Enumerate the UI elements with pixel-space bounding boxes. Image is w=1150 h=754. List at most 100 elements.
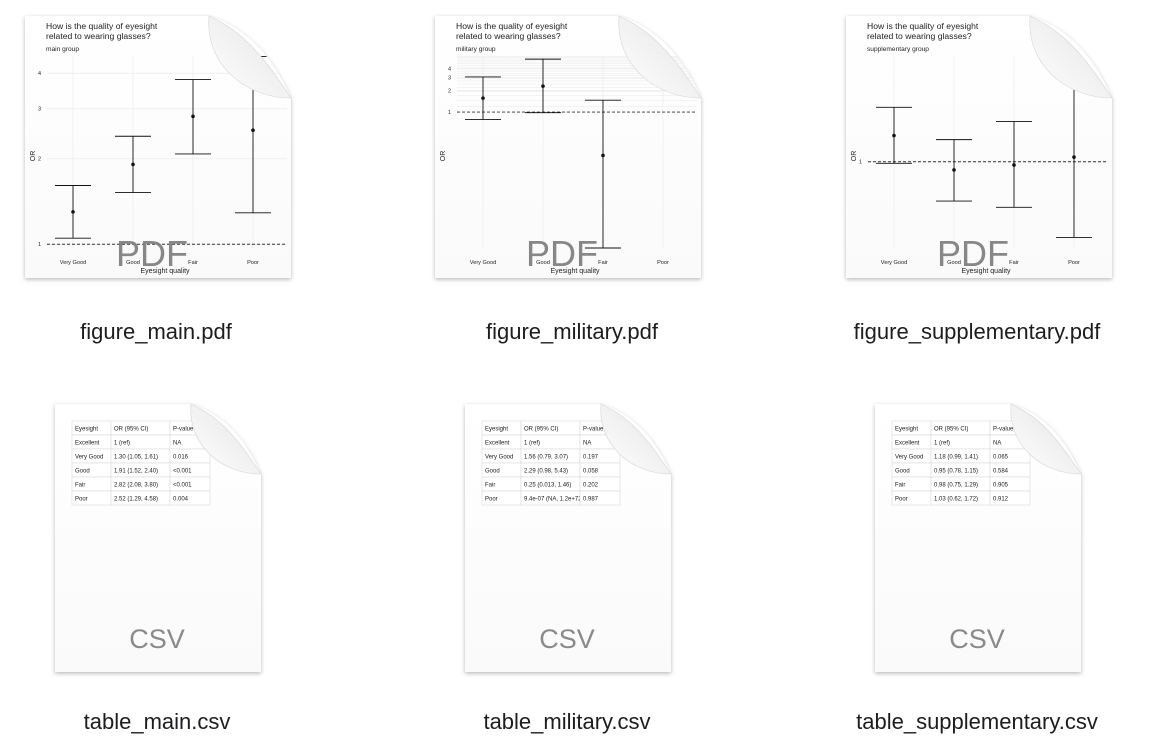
preview-subtitle: main group [46,46,79,53]
table-cell-text: 1 (ref) [114,441,130,447]
table-cell-text: 0.98 (0.75, 1.29) [934,483,978,489]
table-cell-text: 0.95 (0.78, 1.15) [934,469,978,475]
table-cell-text: 0.584 [993,469,1009,475]
page-curl [1029,15,1113,99]
estimate-point [191,114,195,119]
table-header-cell: Eyesight [895,427,918,433]
table-header-cell: P-value [173,427,194,433]
table-cell-text: Fair [75,483,85,489]
estimate-point [481,96,485,100]
table-header-cell: P-value [583,427,604,433]
table-cell-text: 0.004 [173,497,189,503]
table-cell-text: 1 (ref) [934,441,950,447]
document-page [25,16,291,278]
x-tick-label: Poor [657,260,669,266]
table-cell-text: 0.987 [583,497,599,503]
file-name[interactable]: table_supplementary.csv [856,709,1098,734]
table-cell-text: NA [583,441,591,447]
preview-title-line-2: related to wearing glasses? [456,31,561,41]
table-cell-text: 1.30 (1.05, 1.61) [114,455,158,461]
x-tick-label: Very Good [470,260,496,266]
preview-title-line-1: How is the quality of eyesight [46,21,158,31]
y-axis-label: OR [440,151,447,162]
page-curl [1010,403,1082,475]
y-tick-label: 4 [448,67,451,73]
table-header-cell: Eyesight [485,427,508,433]
file-type-badge: PDF [526,233,598,274]
table-cell-text: Very Good [75,455,103,461]
table-header-cell: OR (95% CI) [934,427,968,433]
y-tick-label: 1 [859,160,862,166]
y-tick-label: 1 [38,242,41,248]
estimate-point [1072,155,1076,159]
x-tick-label: Fair [188,260,198,266]
table-cell-text: Very Good [485,455,513,461]
y-tick-label: 2 [38,157,41,163]
table-cell-text: Poor [485,497,498,503]
table-header-cell: OR (95% CI) [114,427,148,433]
page-curl [618,15,702,99]
table-cell-text: 1.56 (0.79, 3.07) [524,455,568,461]
table-cell-text: Fair [895,483,905,489]
table-cell-text: 2.52 (1.29, 4.58) [114,497,158,503]
preview-subtitle: supplementary group [867,46,929,53]
table-cell [169,490,211,506]
table-cell-text: Very Good [895,455,923,461]
document-page [846,16,1112,278]
x-tick-label: Good [536,260,550,266]
table-cell-text: Poor [75,497,88,503]
x-tick-label: Poor [1068,260,1080,266]
x-axis-label: Eyesight quality [140,268,190,275]
table-cell-text: <0.001 [173,469,192,475]
preview-title-line-2: related to wearing glasses? [46,31,151,41]
table-cell-text: 1 (ref) [524,441,540,447]
table-cell-text: Excellent [485,441,510,447]
x-tick-label: Fair [1009,260,1019,266]
table-cell-text: NA [173,441,181,447]
estimate-point [71,210,75,214]
table-cell-text: 1.91 (1.52, 2.40) [114,469,158,475]
table-cell-text: Good [75,469,90,475]
table-cell-text: 0.912 [993,497,1009,503]
table-cell-text: Fair [485,483,495,489]
file-type-badge: CSV [129,624,185,654]
file-name[interactable]: table_military.csv [483,709,651,734]
table-cell-text: 2.82 (2.08, 3.80) [114,483,158,489]
table-cell-text: 0.905 [993,483,1009,489]
x-tick-label: Good [947,260,961,266]
table-cell-text: 0.197 [583,455,599,461]
page-curl [190,403,262,475]
table-cell-text: 0.016 [173,455,189,461]
estimate-point [131,162,135,167]
file-name[interactable]: figure_supplementary.pdf [853,319,1101,344]
table-cell-text: Good [485,469,500,475]
y-tick-label: 1 [448,110,451,116]
file-type-badge: CSV [539,624,595,654]
file-name[interactable]: figure_military.pdf [486,319,658,344]
table-cell-text: Good [895,469,910,475]
table-cell-text: NA [993,441,1001,447]
page-curl [208,15,292,99]
x-axis-label: Eyesight quality [550,268,600,275]
estimate-point [892,133,896,138]
y-tick-label: 2 [448,88,451,94]
table-cell-text: 2.29 (0.98, 5.43) [524,469,568,475]
file-name[interactable]: table_main.csv [83,709,231,734]
preview-title-line-2: related to wearing glasses? [867,31,972,41]
estimate-point [541,84,545,88]
table-header-cell: P-value [993,427,1014,433]
file-name[interactable]: figure_main.pdf [80,319,232,344]
table-cell-text: 0.25 (0.013, 1.46) [524,483,571,489]
y-axis-label: OR [30,151,37,162]
file-type-badge: PDF [937,233,1009,274]
